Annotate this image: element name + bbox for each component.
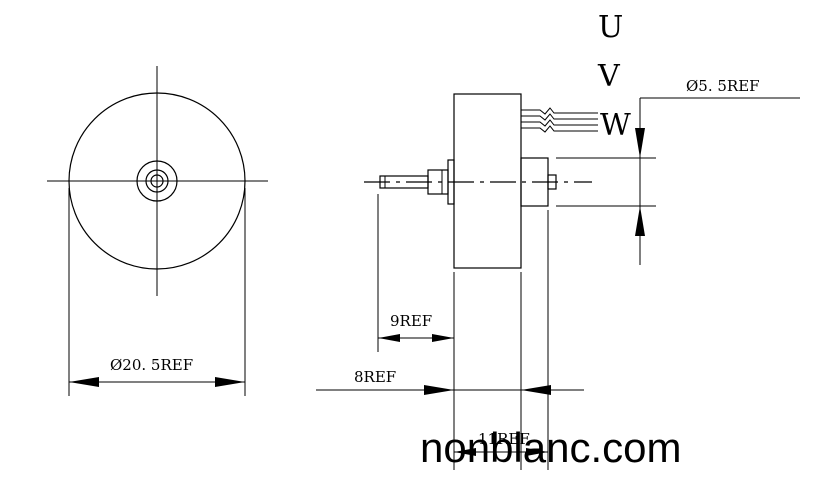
motor-body [453,93,522,269]
watermark-text: nonblanc.com [420,424,682,471]
front-view: Ø20. 5REF [47,66,268,396]
dim11-arrow-left [454,448,476,456]
hub-dim-arrow-top [635,128,645,158]
diameter-large-label: Ø20. 5REF [110,356,193,374]
lead-wire-3 [521,119,598,127]
dim8-arrow-left [424,385,454,395]
front-dim-arrow-right [215,377,245,387]
dim-9-label: 9REF [390,312,432,330]
dim9-arrow-right [432,334,454,342]
lead-wire-2 [521,113,598,121]
phase-u-label: U [598,10,623,45]
lead-wire-4 [521,125,598,133]
dim8-arrow-right [521,385,551,395]
dim-8-label: 8REF [354,368,396,386]
phase-w-label: W [600,108,631,143]
lead-wire-1 [521,107,598,115]
front-dim-arrow-left [69,377,99,387]
dim9-arrow-left [378,334,400,342]
diameter-small-label: Ø5. 5REF [686,77,760,95]
phase-v-label: V [597,59,621,94]
side-view: U V W Ø5. 5REF 9REF 8REF 11REF [316,10,800,470]
dim-11-label: 11REF [478,430,530,448]
hub-dim-arrow-bottom [635,206,645,236]
dim11-arrow-right [526,448,548,456]
